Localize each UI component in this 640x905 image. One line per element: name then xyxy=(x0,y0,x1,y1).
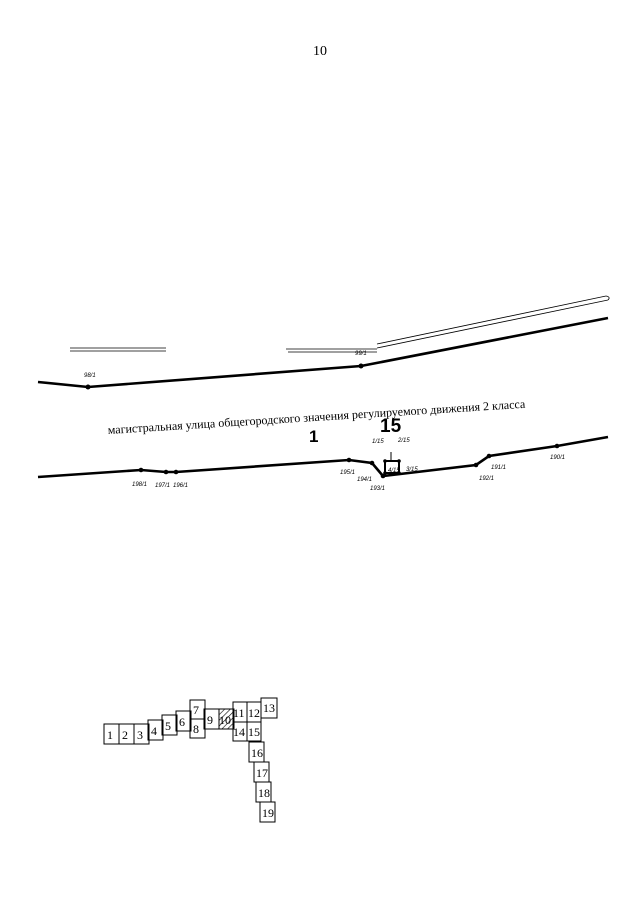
sheet-label: 7 xyxy=(193,703,199,717)
sheet-5 xyxy=(161,714,178,736)
sheet-index xyxy=(103,697,278,823)
bottom-point-190 xyxy=(554,443,560,449)
sheet-label: 13 xyxy=(263,701,275,715)
parcel-15 xyxy=(383,452,401,475)
bottom-point-196 xyxy=(173,469,179,475)
label-2-15: 2/15 xyxy=(397,438,410,444)
page-number: 10 xyxy=(313,44,327,59)
sheet-index-labels: 1 2 3 4 5 6 7 8 9 10 11 12 13 14 15 16 1… xyxy=(107,701,275,820)
label-3-15: 3/15 xyxy=(406,467,418,473)
sheet-label: 5 xyxy=(165,719,171,733)
sheet-label: 3 xyxy=(137,728,143,742)
sheet-15 xyxy=(246,721,262,742)
sheet-label: 14 xyxy=(233,725,245,739)
label-196-1: 196/1 xyxy=(173,483,188,489)
sheet-6 xyxy=(175,710,192,732)
sheet-label: 11 xyxy=(233,706,245,720)
label-192-1: 192/1 xyxy=(479,476,494,482)
bottom-point-191 xyxy=(486,453,492,459)
sheet-label: 15 xyxy=(248,725,260,739)
sheet-3 xyxy=(133,723,150,745)
sheet-13 xyxy=(260,697,278,719)
sheet-label: 4 xyxy=(151,724,157,738)
bottom-point-197 xyxy=(163,469,169,475)
sheet-label: 9 xyxy=(207,713,213,727)
sheet-19 xyxy=(259,801,276,823)
bottom-point-192 xyxy=(473,462,479,468)
label-191-1: 191/1 xyxy=(491,465,506,471)
label-193-1: 193/1 xyxy=(370,486,385,492)
zone-label-15: 15 xyxy=(380,416,402,437)
bottom-point-198 xyxy=(138,467,144,473)
sheet-label: 16 xyxy=(251,746,263,760)
sheet-label: 8 xyxy=(193,722,199,736)
sheet-label: 19 xyxy=(262,806,274,820)
label-194-1: 194/1 xyxy=(357,477,372,483)
sheet-4 xyxy=(147,719,164,741)
top-point-1 xyxy=(85,384,91,390)
label-198-1: 198/1 xyxy=(132,482,147,488)
sheet-label: 12 xyxy=(248,706,260,720)
bottom-boundary-line xyxy=(37,435,609,479)
label-195-1: 195/1 xyxy=(340,470,355,476)
sheet-label: 1 xyxy=(107,728,113,742)
sheet-label: 17 xyxy=(256,766,268,780)
sheet-10 xyxy=(218,708,235,730)
label-197-1: 197/1 xyxy=(155,483,170,489)
zone-label-1: 1 xyxy=(309,427,318,446)
bottom-point-194 xyxy=(369,460,375,466)
bottom-point-193 xyxy=(380,473,386,479)
sheet-label: 6 xyxy=(179,715,185,729)
sheet-label: 2 xyxy=(122,728,128,742)
top-point-2 xyxy=(358,363,364,369)
label-98-1: 98/1 xyxy=(84,373,96,379)
sheet-label: 10 xyxy=(219,713,231,727)
reference-lines xyxy=(70,295,610,353)
label-99-1: 99/1 xyxy=(355,351,367,357)
bottom-point-195 xyxy=(346,457,352,463)
top-boundary-line xyxy=(37,316,609,389)
sheet-label: 18 xyxy=(258,786,270,800)
label-4-15: 4/15 xyxy=(388,468,400,474)
label-1-15: 1/15 xyxy=(372,439,384,445)
label-190-1: 190/1 xyxy=(550,455,565,461)
